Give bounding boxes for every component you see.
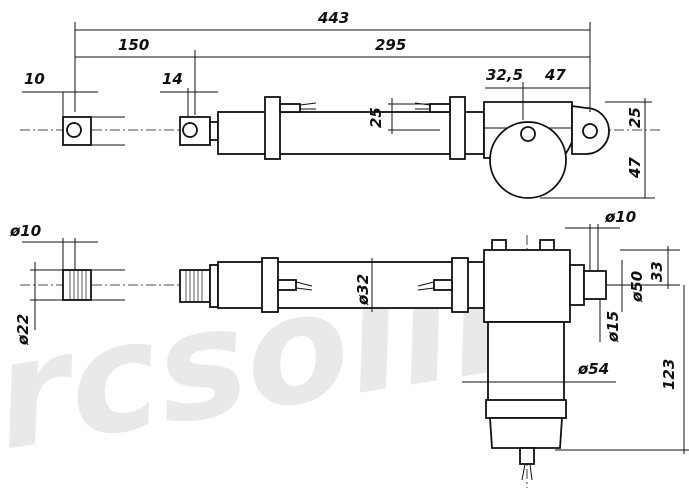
dim-top-height-right: 25 [626,107,644,128]
dim-body-length: 295 [375,36,406,54]
dim-gear-offset: 32,5 [486,66,523,84]
motor-side [485,321,567,481]
side-dimensions: ø10 ø22 ø32 ø10 33 ø50 ø15 ø54 123 [9,208,689,454]
dim-pin-dia-10-left: ø10 [9,222,41,240]
dim-tube-dia-32: ø32 [354,274,372,306]
dim-motor-height-123: 123 [660,359,678,390]
rod-clevis-top [179,116,219,146]
dim-overall-length: 443 [317,9,349,27]
dim-motor-dia-54: ø54 [577,360,609,378]
outer-tube-top [217,96,485,160]
dim-gear-to-end: 47 [544,66,566,84]
dim-pin-dia-10-right: ø10 [604,208,636,226]
dim-shaft-dia-15: ø15 [604,311,622,343]
dim-retracted-to-body: 150 [118,36,149,54]
dim-pin-dia-22: ø22 [14,314,32,346]
top-view: 443 150 295 32,5 47 10 14 25 25 47 [20,9,660,199]
dim-side-height-33: 33 [648,261,666,282]
dim-top-height-left: 25 [367,107,385,128]
outer-tube-side [217,257,485,313]
dim-top-height-47: 47 [626,157,644,179]
gearbox-side [483,239,607,323]
dim-shaft-dia-50: ø50 [628,271,646,303]
side-view: ø10 ø22 ø32 ø10 33 ø50 ø15 ø54 123 [9,208,689,488]
gearbox-top [483,101,610,199]
left-clevis-top [62,116,125,146]
top-dimensions: 443 150 295 32,5 47 10 14 25 25 47 [22,9,655,199]
dim-clevis-rod: 14 [162,70,183,88]
rod-end-side [179,264,219,308]
dim-clevis-left: 10 [24,70,45,88]
left-clevis-side [62,269,125,301]
